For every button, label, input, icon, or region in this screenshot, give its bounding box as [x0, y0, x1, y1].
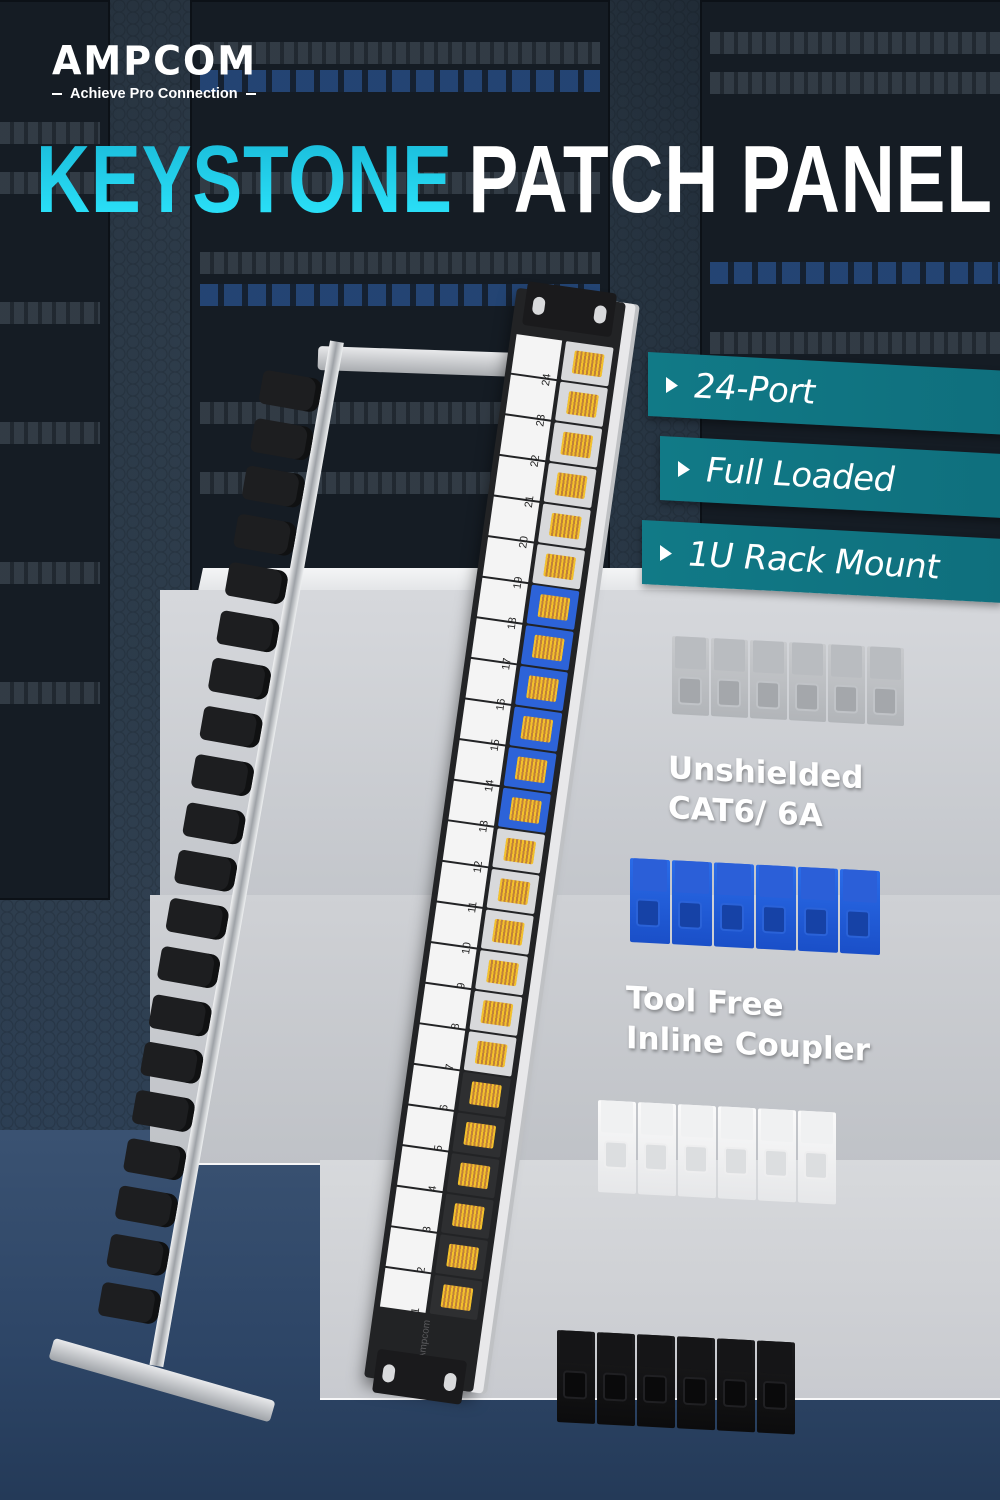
rj45-jack-icon	[543, 462, 597, 509]
keystone-coupler-icon	[677, 1336, 715, 1431]
keystone-coupler-icon	[717, 1338, 755, 1433]
rj45-jack-icon	[475, 950, 529, 996]
feature-label: Full Loaded	[706, 450, 895, 501]
rj45-jack-icon	[435, 1234, 489, 1280]
brand-tagline-text: Achieve Pro Connection	[70, 86, 238, 102]
rj45-jack-icon	[515, 665, 569, 712]
keystone-coupler-icon	[711, 638, 748, 718]
keystone-coupler-icon	[867, 646, 904, 727]
rj45-jack-icon	[549, 422, 603, 468]
keystone-coupler-icon	[758, 1108, 796, 1203]
rj45-jack-icon	[440, 1193, 494, 1239]
keystone-coupler-icon	[756, 864, 796, 951]
triangle-bullet-icon	[660, 544, 672, 562]
mount-hole-icon	[442, 1372, 458, 1392]
keystone-coupler-icon	[672, 636, 709, 716]
rj45-jack-icon	[452, 1112, 506, 1158]
rj45-jack-icon	[503, 747, 557, 793]
keystone-coupler-icon	[630, 858, 670, 945]
keystone-coupler-icon	[840, 869, 880, 956]
rj45-jack-icon	[520, 625, 574, 671]
rj45-jack-icon	[537, 503, 591, 549]
coupler-set-blue	[630, 858, 880, 956]
keystone-coupler-icon	[828, 644, 865, 725]
keystone-coupler-icon	[637, 1334, 675, 1429]
keystone-coupler-icon	[718, 1106, 756, 1201]
triangle-bullet-icon	[678, 460, 690, 478]
keystone-coupler-icon	[757, 1340, 795, 1435]
podium-step-1	[160, 590, 1000, 900]
brand-logo: AMPCOM Achieve Pro Connection	[52, 37, 258, 102]
keystone-coupler-icon	[714, 862, 754, 949]
rj45-jack-icon	[554, 381, 608, 427]
brand-name: AMPCOM	[52, 37, 258, 85]
mount-hole-icon	[592, 304, 608, 325]
keystone-coupler-icon	[672, 860, 712, 947]
rj45-jack-icon	[469, 990, 523, 1036]
coupler-set-black	[557, 1330, 795, 1435]
keystone-coupler-icon	[798, 866, 838, 953]
server-rack-left	[0, 0, 110, 900]
keystone-coupler-icon	[598, 1100, 636, 1194]
feature-label: 1U Rack Mount	[688, 534, 940, 588]
dash-decoration	[52, 93, 62, 95]
keystone-coupler-icon	[597, 1332, 635, 1427]
rj45-jack-icon	[532, 544, 586, 590]
keystone-coupler-icon	[750, 640, 787, 721]
mount-hole-icon	[531, 296, 546, 316]
rj45-jack-icon	[457, 1071, 511, 1118]
coupler-set-white	[598, 1100, 836, 1205]
keystone-coupler-icon	[789, 642, 826, 723]
caption-unshielded: Unshielded CAT6/ 6A	[668, 748, 863, 838]
rj45-jack-icon	[492, 828, 546, 874]
dash-decoration	[245, 93, 256, 95]
coupler-set-gray	[672, 636, 904, 727]
rj45-jack-icon	[463, 1031, 517, 1077]
keystone-coupler-icon	[798, 1110, 836, 1205]
title-rest: PATCH PANEL	[468, 126, 993, 233]
rj45-jack-icon	[497, 787, 551, 833]
triangle-bullet-icon	[666, 376, 678, 394]
rj45-jack-icon	[446, 1153, 500, 1199]
caption-tool-free: Tool Free Inline Coupler	[626, 978, 870, 1071]
rj45-jack-icon	[429, 1274, 483, 1321]
rj45-jack-icon	[526, 584, 580, 630]
keystone-coupler-icon	[678, 1104, 716, 1199]
brand-tagline: Achieve Pro Connection	[52, 86, 257, 102]
feature-label: 24-Port	[694, 366, 815, 413]
title-highlight: KEYSTONE	[36, 126, 453, 233]
keystone-coupler-icon	[638, 1102, 676, 1197]
mount-hole-icon	[381, 1363, 396, 1384]
rj45-jack-icon	[486, 868, 540, 915]
keystone-coupler-icon	[557, 1330, 595, 1424]
rj45-jack-icon	[480, 909, 534, 955]
rj45-jack-icon	[560, 341, 614, 387]
rj45-jack-icon	[509, 706, 563, 752]
